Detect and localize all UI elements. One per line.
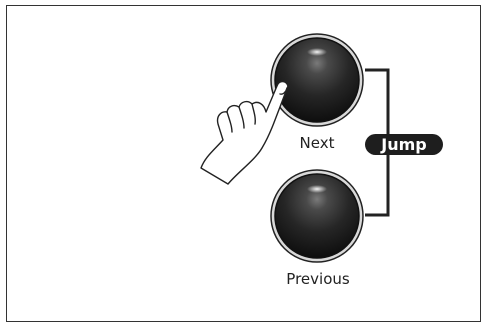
next-label: Next bbox=[299, 134, 335, 152]
jump-badge: Jump bbox=[365, 134, 443, 155]
previous-button[interactable] bbox=[270, 169, 364, 263]
next-button[interactable] bbox=[270, 33, 364, 127]
previous-label: Previous bbox=[286, 270, 350, 288]
pressing-hand-icon bbox=[200, 80, 289, 185]
